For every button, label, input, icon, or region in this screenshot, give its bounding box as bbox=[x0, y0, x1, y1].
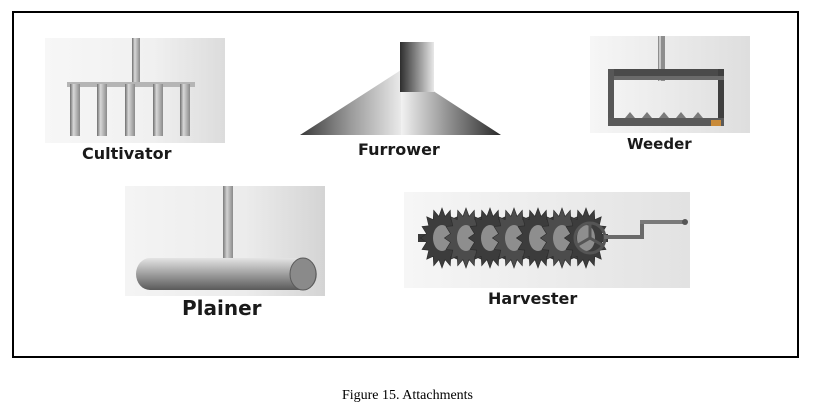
cultivator-illustration bbox=[45, 38, 225, 143]
plainer-illustration bbox=[125, 186, 325, 296]
cultivator-label: Cultivator bbox=[82, 144, 172, 163]
plainer-label: Plainer bbox=[182, 296, 262, 320]
furrower-illustration bbox=[298, 42, 503, 137]
weeder-illustration bbox=[590, 36, 750, 133]
harvester-label: Harvester bbox=[488, 289, 578, 308]
harvester-illustration bbox=[404, 192, 690, 288]
figure-caption: Figure 15. Attachments bbox=[341, 388, 474, 403]
furrower-label: Furrower bbox=[358, 140, 440, 159]
weeder-label: Weeder bbox=[627, 135, 692, 153]
